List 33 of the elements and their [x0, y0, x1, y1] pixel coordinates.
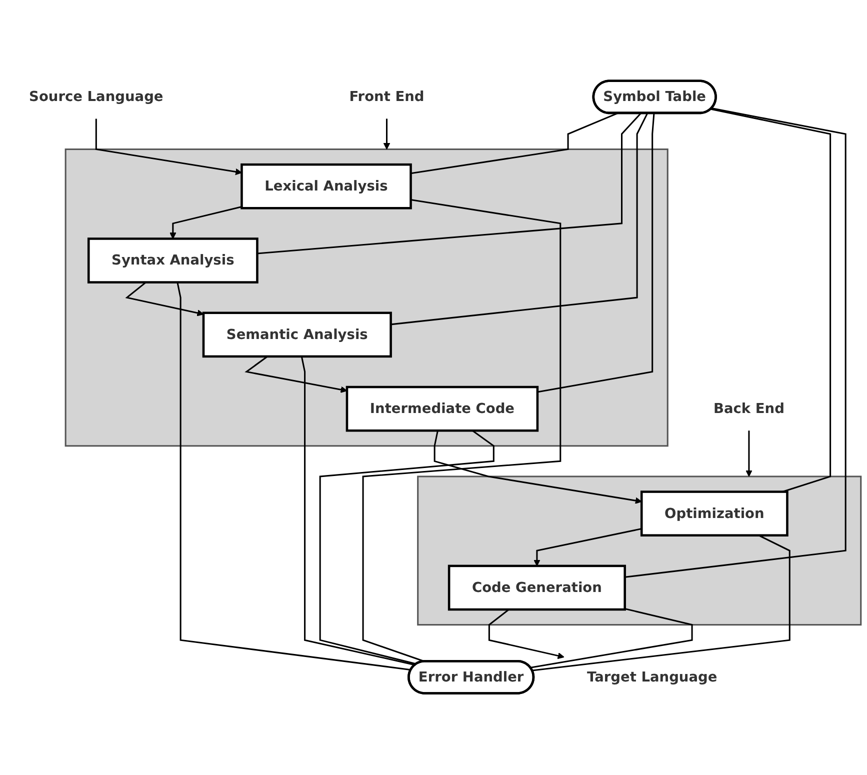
arrow [244, 356, 348, 394]
arrow [746, 431, 752, 478]
connector [710, 108, 832, 493]
arrow [488, 609, 564, 660]
node-text: Target Language [586, 670, 718, 686]
arrow [534, 528, 642, 567]
node-text: Source Language [29, 89, 164, 106]
node-text: Back End [714, 401, 784, 418]
connector [624, 108, 846, 578]
connector [537, 114, 655, 394]
node-box: Syntax Analysis [87, 238, 258, 284]
node-text: Front End [349, 89, 424, 106]
arrow [434, 430, 642, 504]
connector [532, 535, 790, 672]
arrow [170, 206, 242, 240]
connector [390, 113, 648, 326]
connector [410, 113, 618, 175]
node-box: Semantic Analysis [202, 312, 392, 358]
arrow [125, 282, 204, 317]
arrow [383, 119, 390, 150]
arrow [95, 119, 242, 176]
connector [319, 430, 494, 666]
connector [176, 282, 412, 672]
node-box: Lexical Analysis [240, 164, 412, 210]
connector [257, 113, 642, 255]
node-box: Code Generation [448, 565, 626, 612]
cluster [64, 148, 668, 448]
connector [362, 199, 562, 663]
node-box: Optimization [640, 491, 788, 537]
connector [530, 608, 693, 669]
node-box: Intermediate Code [346, 386, 539, 432]
cluster [417, 476, 862, 626]
connector [300, 356, 416, 666]
